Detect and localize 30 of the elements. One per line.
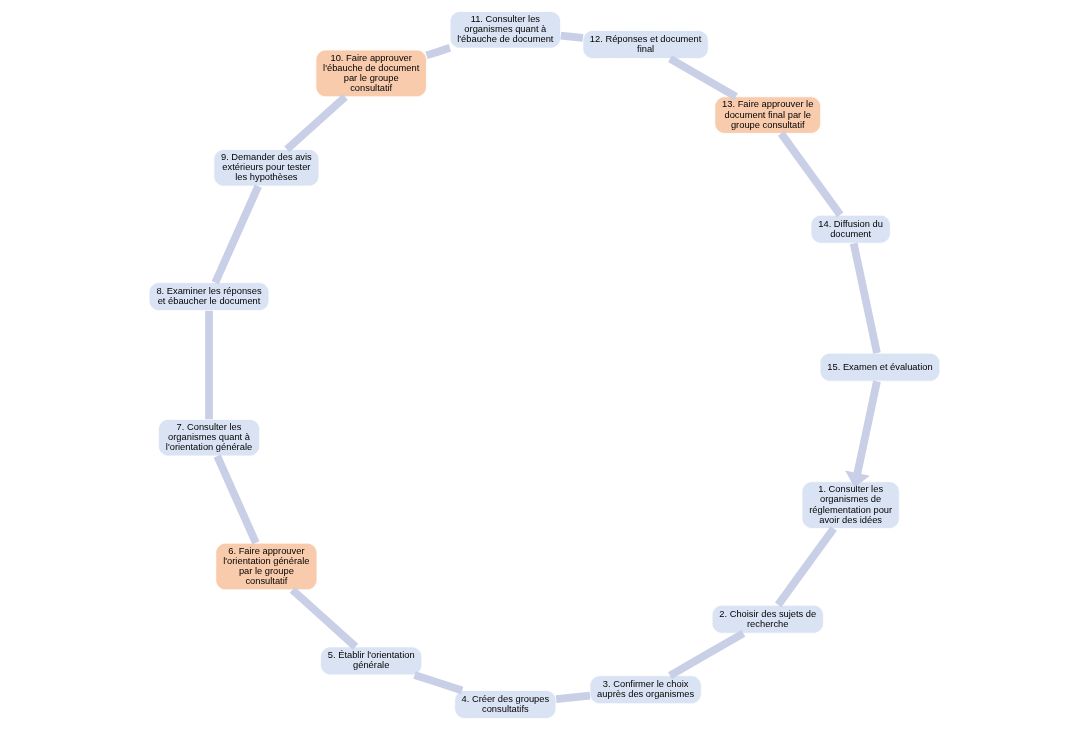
node-box: 10. Faire approuver l'ébauche de document par le groupe consultatif [315,49,427,98]
node-box: 5. Établir l'orientation générale [320,646,423,676]
connector [413,671,464,695]
node-box: 6. Faire approuver l'orientation générale par le groupe consultatif [215,542,318,591]
node-box: 9. Demander des avis extérieurs pour tester les hypothèses [213,149,320,187]
node-box: 7. Consulter les organismes quant à l'orientation générale [158,419,260,457]
node-box: 14. Diffusion du document [810,214,891,244]
node-box: 8. Examiner les réponses et ébaucher le document [148,282,270,311]
connector [668,629,746,679]
node-box: 2. Choisir des sujets de recherche [711,604,824,634]
arrow [845,380,881,488]
connector [213,454,260,545]
connector [560,31,584,42]
node-box: 4. Créer des groupes consultatifs [454,690,557,719]
node-box: 11. Consulter les organismes quant à l'ébauche de document [449,11,561,49]
node-box: 12. Réponses et document final [582,30,709,59]
node-box: 15. Examen et évaluation [819,352,941,382]
connector [849,242,881,354]
node-box: 3. Confirmer le choix auprès des organismes [589,675,702,705]
connector [205,310,213,420]
node-box: 13. Faire approuver le document final par le groupe consultatif [714,96,822,134]
connector [284,93,348,153]
connector [777,131,844,218]
connector [289,587,359,650]
connector [775,526,837,608]
node-box: 1. Consulter les organismes de réglementation pour avoir des idées [801,481,900,529]
connector [211,184,262,285]
connector [668,55,738,101]
connector [555,691,591,703]
connector [425,44,452,60]
